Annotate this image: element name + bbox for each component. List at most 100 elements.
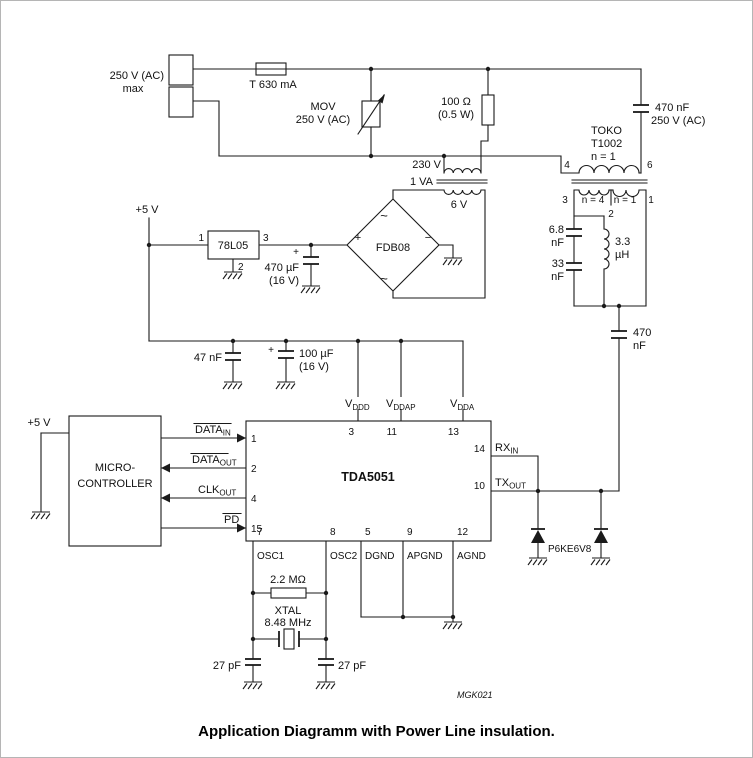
ground-symbol [30, 511, 51, 520]
ground-symbol [222, 381, 243, 390]
filter-cap-6n8 [566, 228, 582, 237]
decoupling-cap-47n [225, 352, 241, 361]
osc-resistor-label: 2.2 MΩ [270, 574, 306, 586]
cap-47n-label: 47 nF [194, 352, 222, 364]
apgnd-label: APGND [407, 551, 443, 562]
schematic-canvas: 250 V (AC) max T 630 mA MOV 250 V (AC) 1… [28, 54, 705, 700]
ground-symbol [527, 557, 548, 566]
cap-100u-label2: (16 V) [299, 361, 329, 373]
regulator-pin3: 3 [263, 233, 269, 244]
cap-470n-unit: nF [633, 340, 646, 352]
ic-pin12: 12 [457, 527, 469, 538]
ground-symbol [442, 257, 463, 266]
clk-out-label: CLKOUT [198, 484, 236, 498]
toko-pin1: 1 [648, 195, 654, 206]
toko-pin2: 2 [608, 209, 614, 220]
bridge-name: FDB08 [376, 242, 410, 254]
osc-cap-left-label: 27 pF [213, 660, 241, 672]
vddap-label: VDDAP [386, 398, 416, 412]
xtal-freq-label: 8.48 MHz [264, 617, 311, 629]
transil-diode-right [594, 528, 608, 543]
toko-name1: TOKO [591, 125, 622, 137]
caption: Application Diagramm with Power Line ins… [198, 723, 555, 740]
mains-cap-label2: 250 V (AC) [651, 115, 705, 127]
cap-100u-plus: + [268, 345, 274, 356]
osc-cap-right [318, 658, 334, 666]
ic-pin8: 8 [330, 527, 336, 538]
ic-pin4: 4 [251, 494, 257, 505]
wires [40, 68, 647, 682]
data-out-label: DATAOUT [192, 454, 237, 468]
cap-6n8-unit: nF [551, 237, 564, 249]
cap-470u-label2: (16 V) [269, 275, 299, 287]
toko-winding-left: n = 4 [582, 195, 605, 206]
toko-name2: T1002 [591, 138, 622, 150]
crystal [278, 628, 300, 650]
mov-varistor [357, 94, 385, 135]
bridge-rectifier [346, 198, 440, 292]
ground-symbol [442, 621, 463, 630]
power-transformer [436, 168, 488, 195]
toko-transformer [571, 165, 648, 198]
bridge-plus: + [355, 232, 361, 244]
mov-label: MOV [310, 101, 336, 113]
mcu-name1: MICRO- [95, 462, 136, 474]
label-masks [343, 397, 478, 409]
cap-470u-plus: + [293, 247, 299, 258]
filter-inductor [603, 228, 610, 270]
cap-470n-label: 470 [633, 327, 651, 339]
vddd-label: VDDD [345, 398, 370, 412]
bridge-ac-top: ~ [380, 208, 388, 223]
pd-label: PD [224, 514, 239, 526]
toko-name3: n = 1 [591, 151, 616, 163]
ic-pin2: 2 [251, 464, 257, 475]
xfmr-secondary-label: 6 V [451, 199, 468, 211]
cap-6n8-label: 6.8 [549, 224, 564, 236]
mains-coupling-cap [633, 104, 649, 113]
ground-symbol [242, 681, 263, 690]
ground-symbol [315, 681, 336, 690]
ground-symbol [275, 381, 296, 390]
xfmr-primary-label: 230 V [412, 159, 441, 171]
cap-470u-label: 470 µF [265, 262, 300, 274]
dgnd-label: DGND [365, 551, 394, 562]
osc-resistor [270, 587, 307, 599]
microcontroller-box [68, 415, 162, 547]
xfmr-rating-label: 1 VA [410, 176, 434, 188]
inductor-label: 3.3 [615, 236, 630, 248]
cap-100u-label: 100 µF [299, 348, 334, 360]
ic-pin7: 7 [257, 527, 263, 538]
ic-pin1: 1 [251, 434, 257, 445]
mcu-5v-label: +5 V [28, 417, 52, 429]
bridge-minus: − [425, 232, 431, 244]
protection-label: P6KE6V8 [548, 544, 592, 555]
ic-pin13: 13 [448, 427, 460, 438]
ground-symbol [300, 285, 321, 294]
bridge-ac-bottom: ~ [380, 271, 388, 286]
mains-plug [168, 54, 194, 118]
ic-name: TDA5051 [341, 470, 395, 484]
transil-diode-left [531, 528, 545, 543]
drawing-code: MGK021 [457, 690, 493, 700]
toko-winding-right: n = 1 [614, 195, 637, 206]
toko-pin6: 6 [647, 160, 653, 171]
resistor-100-label2: (0.5 W) [438, 109, 474, 121]
osc1-label: OSC1 [257, 551, 285, 562]
vdda-label: VDDA [450, 398, 475, 412]
inductor-unit: µH [615, 249, 629, 261]
regulator-name: 78L05 [218, 240, 249, 252]
resistor-100-label: 100 Ω [441, 96, 471, 108]
series-resistor-100ohm [481, 94, 495, 126]
toko-pin3: 3 [562, 195, 568, 206]
rail-5v-label: +5 V [136, 204, 160, 216]
regulator-pin1: 1 [198, 233, 204, 244]
smoothing-cap-470u [303, 256, 319, 265]
regulator-pin2: 2 [238, 262, 244, 273]
junction-dots [146, 66, 622, 642]
rx-in-label: RXIN [495, 442, 519, 456]
agnd-label: AGND [457, 551, 486, 562]
voltage-regulator-box [207, 230, 260, 260]
ic-pin15: 15 [251, 524, 263, 535]
cap-33n-unit: nF [551, 271, 564, 283]
